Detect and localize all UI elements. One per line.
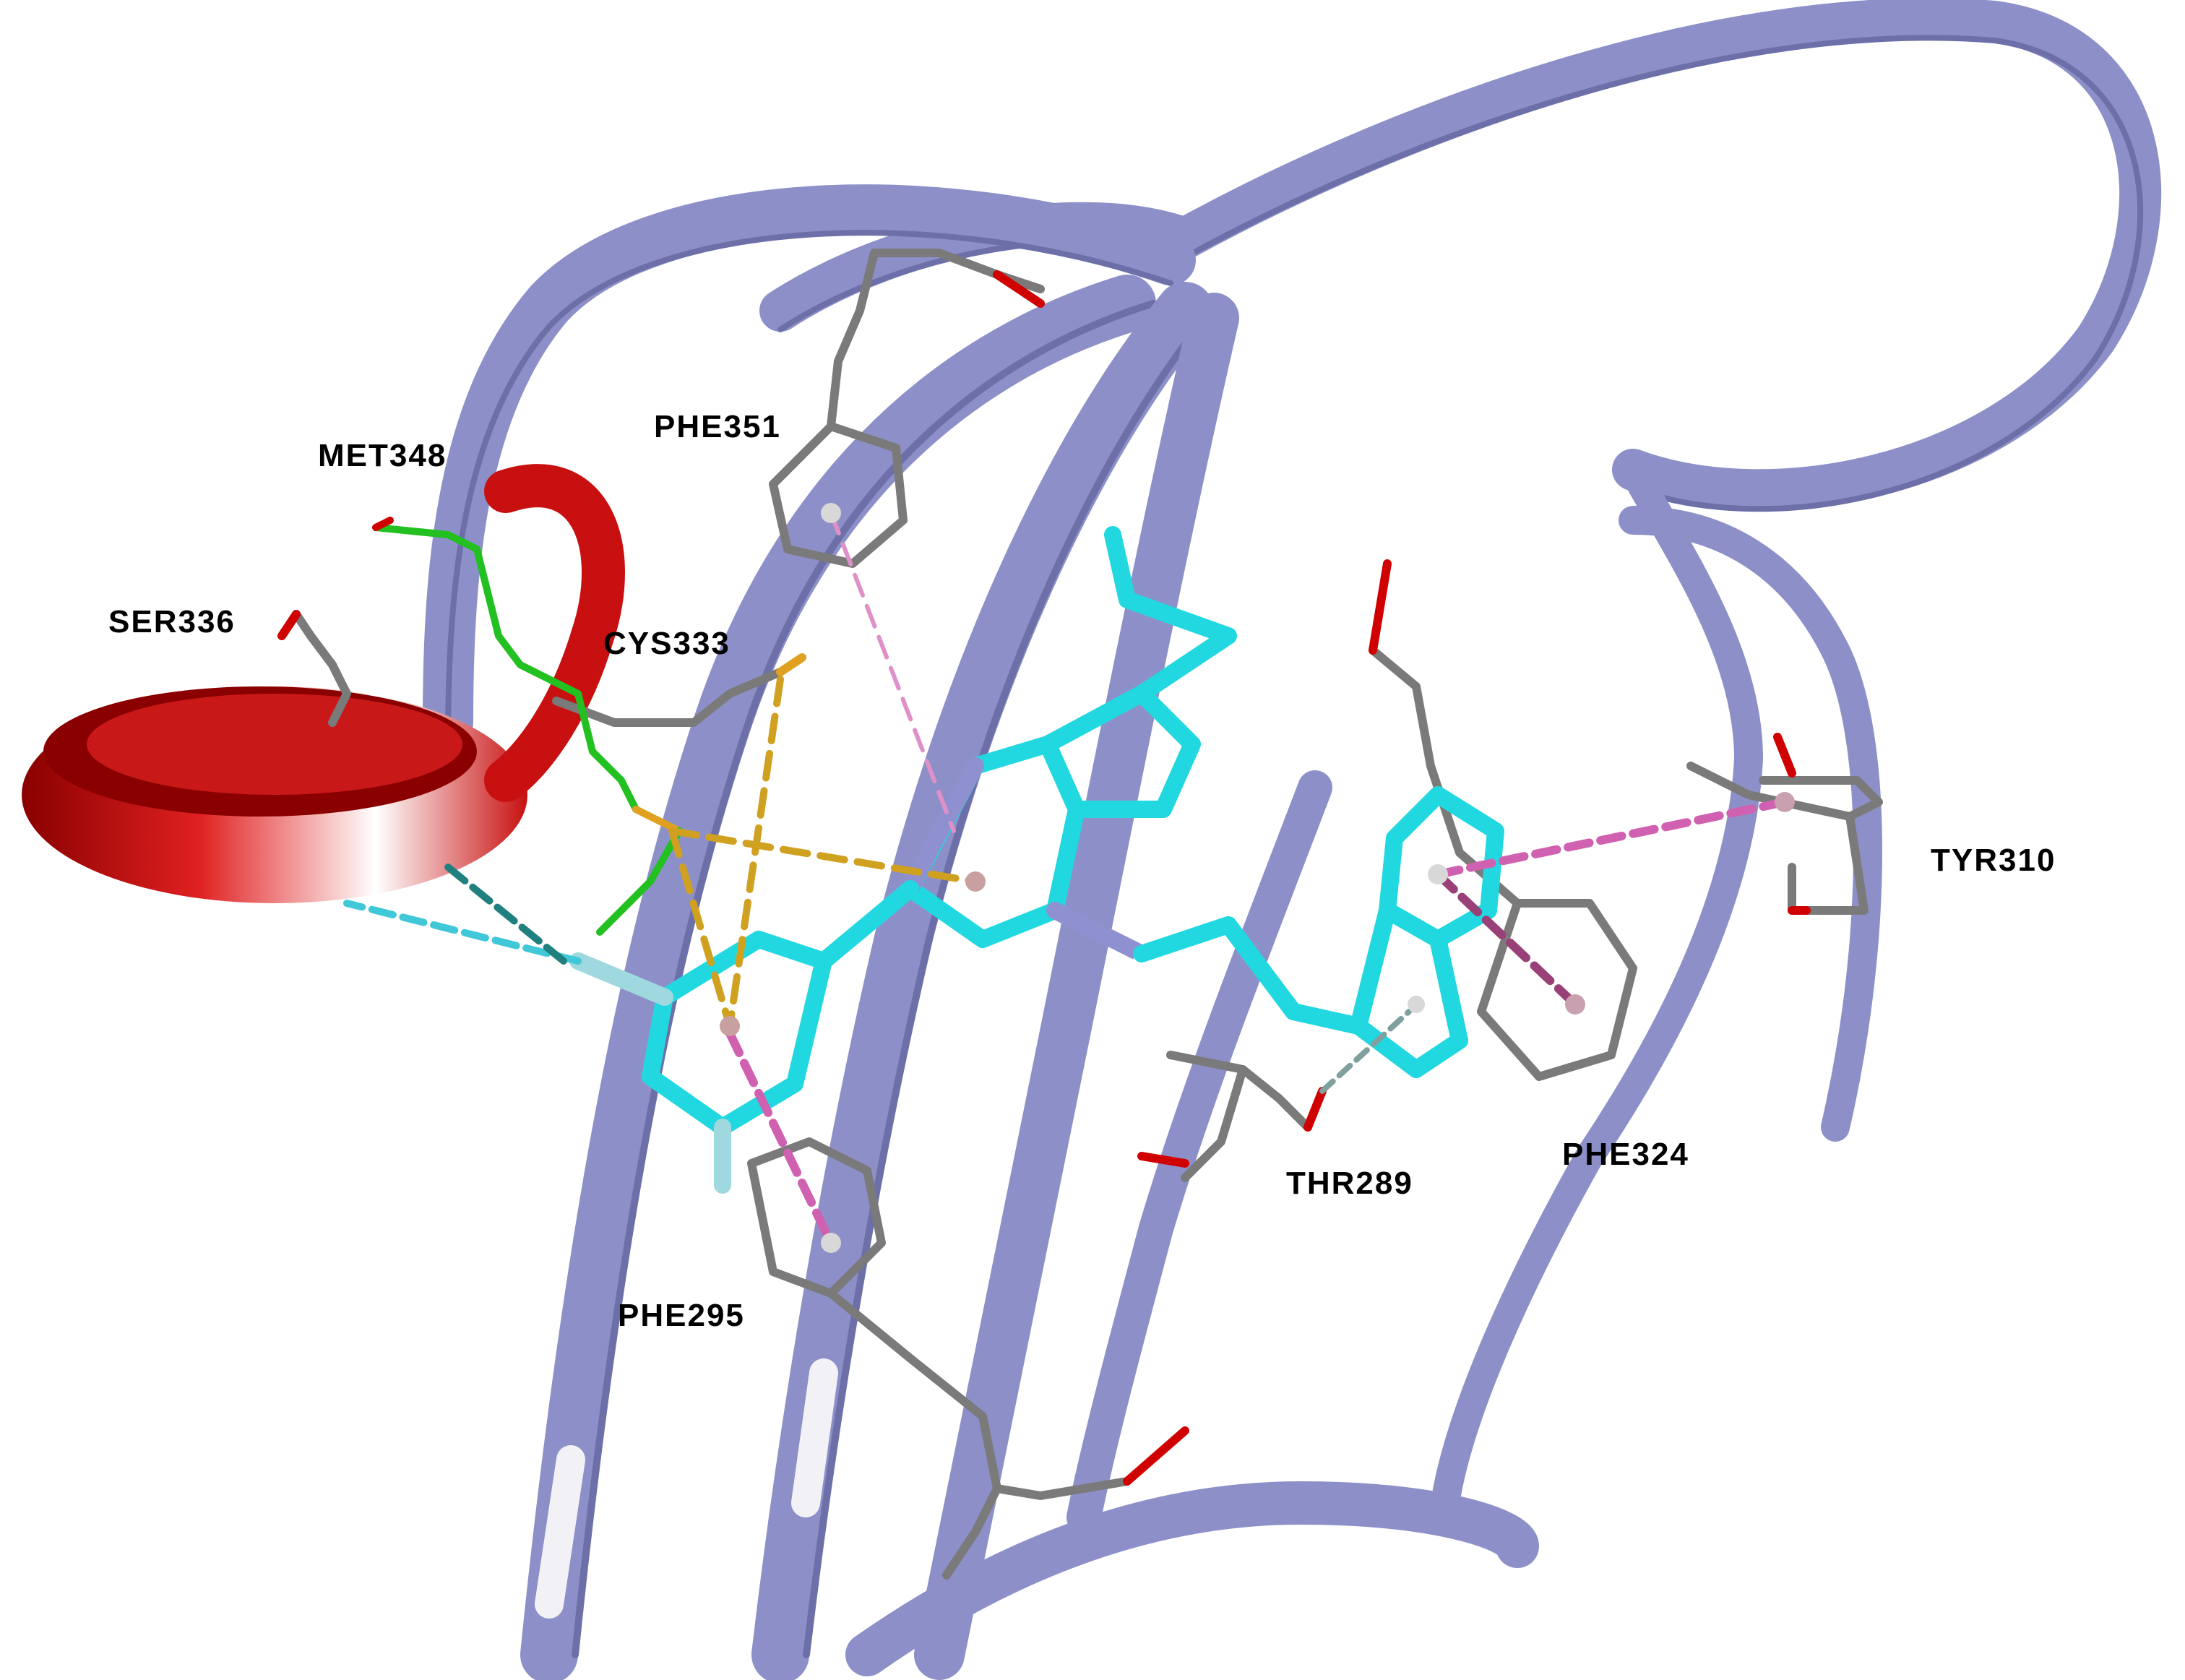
ribbon-upper-left-strand [423,184,1196,748]
interactions [343,511,1789,1247]
ribbon-highlight-left [535,1445,585,1619]
ribbon-strand-a-edge [572,300,1157,1658]
centroid-sphere-icon [1428,864,1448,884]
label-ser336: SER336 [108,604,236,639]
ligand-five-ring [1039,685,1201,818]
residue-met348 [372,517,683,936]
ribbon-strand-d [1066,770,1332,1535]
centroid-sphere-icon [821,503,841,523]
pi-pi-phe324 [1434,870,1580,1009]
residue-sticks [277,249,1883,1580]
centroid-sphere-icon [720,1016,740,1036]
ligand-phenyl [642,931,832,1136]
pi-pi-tyr310 [1434,798,1789,879]
ribbon-right-loop [1431,455,1763,1517]
centroid-sphere-icon [1565,994,1585,1015]
centroid-sphere-icon [1408,996,1425,1013]
ribbon-strand-b-edge [803,307,1215,1658]
protein-ribbon [423,0,2161,1680]
residue-cys333 [552,653,806,727]
ribbon-highlight-center [791,1358,838,1517]
h-bond-thr289 [1319,1009,1412,1094]
label-tyr310: TYR310 [1931,843,2056,878]
residue-ser336 [277,610,351,727]
label-cys333: CYS333 [603,626,731,661]
label-phe324: PHE324 [1562,1137,1689,1172]
centroid-sphere-icon [821,1233,841,1253]
ligand-indole-five [1350,902,1468,1078]
label-phe295: PHE295 [618,1298,745,1333]
residue-thr289 [1137,1051,1327,1182]
ligand-isopropyl [1104,526,1237,702]
pi-pi-phe351 [829,511,956,833]
label-phe351: PHE351 [654,409,781,444]
pi-sulfur-2 [668,827,733,1030]
helix-top-curl [484,464,625,802]
ribbon-lower-strand [845,1481,1539,1676]
residue-phe295 [747,1137,1189,1580]
ligand [569,526,1504,1194]
alpha-helix [22,464,625,903]
label-thr289: THR289 [1286,1166,1413,1201]
h-bond-helix-1 [343,900,582,965]
ribbon-top-loop [759,0,2161,512]
ribbon-upper-left-strand-edge [445,230,1173,749]
centroid-sphere-icon [965,871,986,892]
ribbon-right-hook [1619,506,1882,1142]
pi-sulfur-3 [668,827,979,885]
residue-labels: MET348 PHE351 SER336 CYS333 TYR310 PHE32… [108,409,2056,1333]
label-met348: MET348 [318,438,447,473]
residue-tyr310 [1686,733,1883,915]
ribbon-strand-c [914,293,1239,1680]
centroid-markers [720,503,1795,1253]
ribbon-strand-a [520,275,1156,1680]
pi-sulfur-1 [726,676,784,1030]
ligand-fluoro-top [569,952,673,1006]
pi-pi-phe295 [725,1029,835,1247]
centroid-sphere-icon [1775,792,1795,812]
helix-inner-face [87,694,462,795]
halogen-helix-2 [444,863,567,965]
